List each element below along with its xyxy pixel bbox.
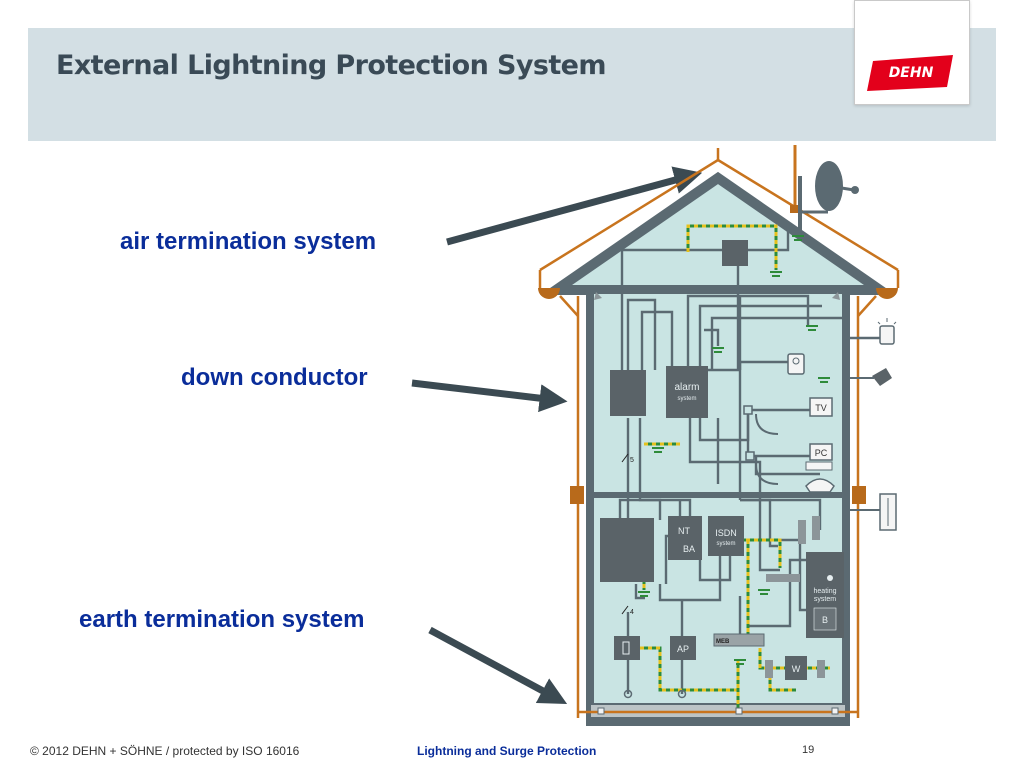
outdoor-light xyxy=(879,325,895,345)
ap-label: AP xyxy=(677,644,689,654)
socket-box xyxy=(614,636,640,660)
distribution-box-upper xyxy=(610,370,646,416)
isdn-system-box xyxy=(708,516,744,556)
nt-ba-box xyxy=(668,516,702,560)
header-band xyxy=(28,28,996,141)
company-logo: DEHN xyxy=(854,0,970,105)
page-number: 19 xyxy=(802,744,815,756)
arrow-down-conductor xyxy=(411,379,568,413)
label-air-termination: air termination system xyxy=(120,228,377,255)
gutter-left xyxy=(538,288,560,299)
roof-amplifier-box xyxy=(722,240,748,266)
tv-label: TV xyxy=(815,403,827,413)
distribution-box-lower xyxy=(600,518,654,582)
pc-device xyxy=(809,443,833,461)
cable-count-5: 5 xyxy=(630,457,634,464)
label-down-conductor: down conductor xyxy=(181,364,368,391)
boiler-label: B xyxy=(822,615,828,625)
footer-copyright: © 2012 DEHN + SÖHNE / protected by ISO 1… xyxy=(30,744,300,758)
test-joint-left xyxy=(570,486,584,504)
telephone-icon xyxy=(805,478,835,493)
slide-title: External Lightning Protection System xyxy=(56,50,607,81)
earth-symbols xyxy=(638,235,830,665)
tv-device xyxy=(809,397,833,417)
heating-sub-label: system xyxy=(814,596,836,603)
meb-label: MEB xyxy=(716,639,730,645)
arrow-earth-termination xyxy=(428,626,568,704)
test-joint-right xyxy=(852,486,866,504)
footer-title: Lightning and Surge Protection xyxy=(417,744,597,758)
water-label: W xyxy=(792,664,801,674)
isdn-label: ISDN xyxy=(715,528,737,538)
water-meter-box xyxy=(785,656,807,680)
arrow-air-termination xyxy=(446,166,703,246)
ba-label: BA xyxy=(683,544,695,554)
nt-label: NT xyxy=(678,526,690,536)
alarm-label: alarm xyxy=(674,382,699,393)
alarm-sub-label: system xyxy=(677,396,696,402)
label-earth-termination: earth termination system xyxy=(79,606,365,633)
pc-label: PC xyxy=(815,448,828,458)
logo-text: DEHN xyxy=(889,65,934,81)
ap-box xyxy=(670,636,696,660)
heating-label: heating xyxy=(814,588,837,595)
alarm-system-box xyxy=(666,366,708,418)
isdn-sub-label: system xyxy=(716,541,735,547)
cable-count-4: 4 xyxy=(630,609,634,616)
gutter-right xyxy=(876,288,898,299)
meb-bar xyxy=(713,633,765,647)
outdoor-camera xyxy=(872,368,892,386)
